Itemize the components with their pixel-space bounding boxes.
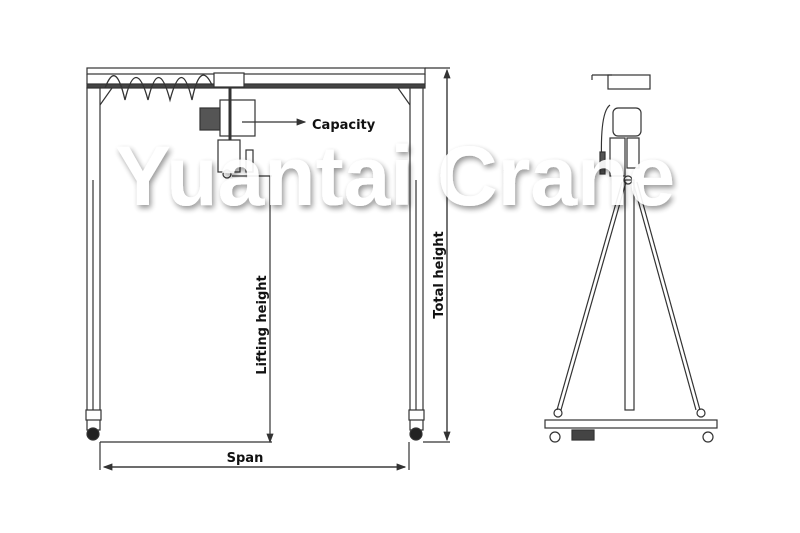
front-view [85, 67, 426, 441]
capacity-label: Capacity [312, 118, 376, 133]
total-height-label: Total height [432, 231, 447, 318]
watermark: Yuantai Crane [115, 129, 675, 223]
dimension-lines [99, 67, 451, 471]
side-view [544, 74, 718, 443]
lifting-height-label: Lifting height [255, 275, 270, 374]
span-label: Span [227, 451, 264, 466]
hoist-front [199, 72, 256, 179]
